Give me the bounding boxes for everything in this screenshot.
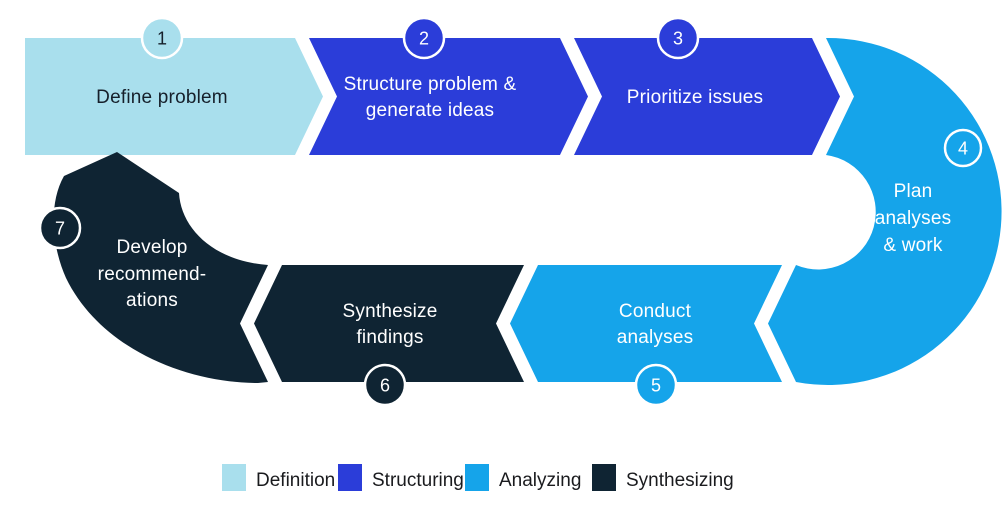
step-6-badge-number: 6 <box>380 376 390 396</box>
step-3-badge-number: 3 <box>673 29 683 49</box>
step-7-label-line-1: Develop <box>116 237 187 258</box>
step-5-label-line-2: analyses <box>617 327 694 348</box>
step-1-badge-number: 1 <box>157 29 167 49</box>
legend-swatch-analyzing <box>465 464 489 491</box>
step-2-label-line-1: Structure problem & <box>344 74 517 95</box>
step-6-label-line-1: Synthesize <box>343 301 438 322</box>
step-7-badge-number: 7 <box>55 219 65 239</box>
step-3-label: Prioritize issues <box>627 87 763 108</box>
step-4-badge-number: 4 <box>958 139 968 159</box>
step-5-badge <box>634 363 678 407</box>
step-1-label: Define problem <box>96 87 228 108</box>
step-5-label-line-1: Conduct <box>619 301 692 322</box>
step-3-badge <box>656 16 700 60</box>
step-4-badge <box>943 128 983 168</box>
step-1-badge <box>140 16 184 60</box>
step-4-label-line-1: Plan <box>894 181 933 202</box>
step-1-shape <box>25 38 323 155</box>
legend-label-structuring: Structuring <box>372 470 464 491</box>
step-5-shape <box>510 265 782 382</box>
legend-swatch-synthesizing <box>592 464 616 491</box>
step-2-badge-number: 2 <box>419 29 429 49</box>
step-6-shape <box>254 265 524 382</box>
legend-label-definition: Definition <box>256 470 335 491</box>
legend-label-analyzing: Analyzing <box>499 470 581 491</box>
legend-swatch-structuring <box>338 464 362 491</box>
step-7-label-line-3: ations <box>126 290 178 311</box>
step-7-label-line-2: recommend- <box>98 264 207 285</box>
legend-label-synthesizing: Synthesizing <box>626 470 734 491</box>
step-3-shape <box>574 38 840 155</box>
step-4-label-line-2: analyses <box>875 208 952 229</box>
step-7-badge <box>38 206 82 250</box>
legend-swatch-definition <box>222 464 246 491</box>
step-7-shape <box>53 152 268 383</box>
step-2-label-line-2: generate ideas <box>366 100 495 121</box>
step-6-badge <box>363 363 407 407</box>
step-4-shape <box>768 37 1002 385</box>
step-6-label-line-2: findings <box>356 327 423 348</box>
step-2-shape <box>309 38 588 155</box>
step-2-badge <box>402 16 446 60</box>
step-4-label-line-3: & work <box>883 235 943 256</box>
step-5-badge-number: 5 <box>651 376 661 396</box>
